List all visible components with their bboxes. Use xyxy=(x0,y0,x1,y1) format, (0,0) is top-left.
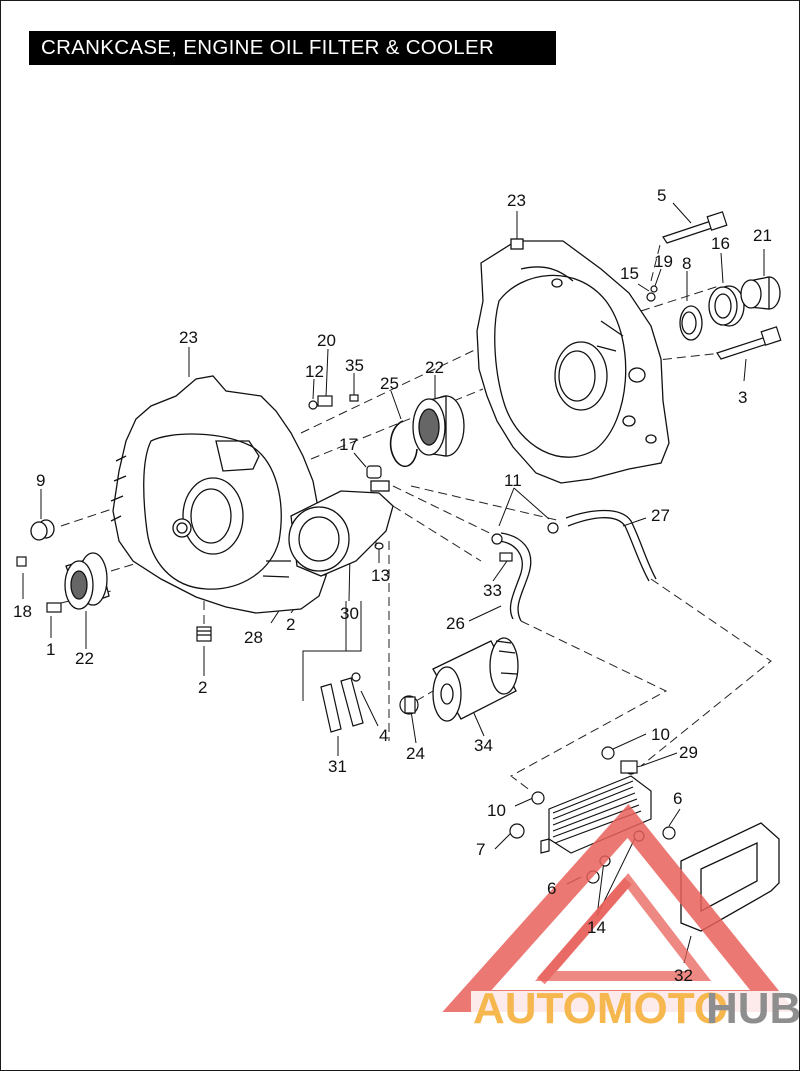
bearing-16 xyxy=(708,285,745,327)
callout-labels: 5 23 16 21 15 19 8 3 23 20 12 35 25 22 1… xyxy=(13,186,772,985)
callout-17: 17 xyxy=(339,435,358,454)
callout-4: 4 xyxy=(379,726,388,745)
callout-2-bottom: 2 xyxy=(198,678,207,697)
callout-19: 19 xyxy=(654,252,673,271)
callout-6-right: 6 xyxy=(673,789,682,808)
oil-pump-cover xyxy=(288,480,394,577)
dowel-18 xyxy=(16,556,27,567)
callout-10-left: 10 xyxy=(487,801,506,820)
callout-27: 27 xyxy=(651,506,670,525)
callout-7: 7 xyxy=(476,840,485,859)
callout-20: 20 xyxy=(317,331,336,350)
callout-23-left: 23 xyxy=(179,328,198,347)
callout-3: 3 xyxy=(738,388,747,407)
watermark-text-b: HUB xyxy=(706,984,800,1033)
adapter-24 xyxy=(399,695,419,715)
callout-2-mid: 2 xyxy=(286,615,295,634)
bearing-9 xyxy=(30,519,55,541)
plug-15-19 xyxy=(646,285,658,302)
callout-14: 14 xyxy=(587,918,606,937)
callout-5: 5 xyxy=(657,186,666,205)
o-ring-13 xyxy=(374,542,384,550)
valve-20 xyxy=(308,395,333,410)
callout-13: 13 xyxy=(371,566,390,585)
callout-11: 11 xyxy=(504,471,522,490)
assembly-guide-lines xyxy=(60,240,772,792)
oil-filter-34 xyxy=(432,637,519,722)
callout-23-right: 23 xyxy=(507,191,526,210)
callout-9: 9 xyxy=(36,471,45,490)
dowel-17 xyxy=(366,465,382,479)
callout-22-top: 22 xyxy=(425,358,444,377)
screw-1 xyxy=(46,602,62,613)
callout-26: 26 xyxy=(446,614,465,633)
screw-35 xyxy=(349,394,359,402)
callout-28: 28 xyxy=(244,628,263,647)
bushing-21 xyxy=(740,276,781,310)
bolt-3 xyxy=(716,326,782,360)
callout-10-top: 10 xyxy=(651,725,670,744)
crankcase-right-half xyxy=(476,238,670,484)
oil-seal-8 xyxy=(679,305,703,341)
callout-22-bottom: 22 xyxy=(75,649,94,668)
callout-21: 21 xyxy=(753,226,772,245)
callout-29: 29 xyxy=(679,743,698,762)
oil-hose-26 xyxy=(498,532,532,622)
links-30-31 xyxy=(320,672,364,733)
oil-hose-27 xyxy=(565,509,657,582)
callout-15: 15 xyxy=(620,264,639,283)
retaining-ring-25 xyxy=(389,420,418,467)
callout-33: 33 xyxy=(483,581,502,600)
callout-8: 8 xyxy=(682,254,691,273)
callout-1: 1 xyxy=(46,640,55,659)
callout-31: 31 xyxy=(328,757,347,776)
callout-30: 30 xyxy=(340,604,359,623)
callout-6-left: 6 xyxy=(547,879,556,898)
bearing-22-top xyxy=(412,395,465,457)
clamps-11-33 xyxy=(491,522,559,562)
callout-16: 16 xyxy=(711,234,730,253)
crankcase-left-half xyxy=(110,375,332,614)
callout-18: 18 xyxy=(13,602,32,621)
callout-12: 12 xyxy=(305,362,324,381)
bolt-5 xyxy=(662,211,728,244)
callout-24: 24 xyxy=(406,744,425,763)
callout-32: 32 xyxy=(674,966,693,985)
oil-cooler-29 xyxy=(540,760,652,854)
bearing-22-bottom xyxy=(64,552,110,610)
fitting-2 xyxy=(196,626,212,642)
callout-34: 34 xyxy=(474,736,493,755)
diagram-title: CRANKCASE, ENGINE OIL FILTER & COOLER xyxy=(29,31,556,65)
watermark-logo: AUTOMOTO HUB xyxy=(442,804,800,1033)
callout-35: 35 xyxy=(345,356,364,375)
watermark-text-a: AUTOMOTO xyxy=(473,984,728,1033)
callout-25: 25 xyxy=(380,374,399,393)
